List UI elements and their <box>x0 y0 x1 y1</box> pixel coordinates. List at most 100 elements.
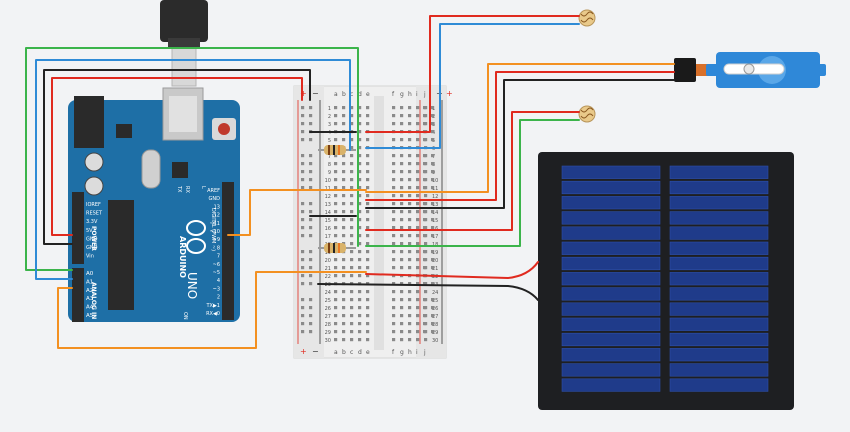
bb-rail-hole[interactable] <box>309 106 313 110</box>
bb-rail-hole[interactable] <box>431 234 435 238</box>
bb-rail-hole[interactable] <box>309 330 313 334</box>
wire-red-servo[interactable] <box>365 71 675 201</box>
bb-rail-hole[interactable] <box>301 122 305 126</box>
bb-rail-hole[interactable] <box>301 202 305 206</box>
bb-hole[interactable] <box>350 138 354 142</box>
bb-rail-hole[interactable] <box>431 282 435 286</box>
bb-hole[interactable] <box>358 154 362 158</box>
bb-hole[interactable] <box>400 106 404 110</box>
wire-green-a0[interactable] <box>25 47 359 271</box>
bb-hole[interactable] <box>392 290 396 294</box>
bb-hole[interactable] <box>392 218 396 222</box>
bb-hole[interactable] <box>350 154 354 158</box>
bb-hole[interactable] <box>358 106 362 110</box>
bb-hole[interactable] <box>334 122 338 126</box>
bb-hole[interactable] <box>392 154 396 158</box>
bb-hole[interactable] <box>334 186 338 190</box>
bb-hole[interactable] <box>342 306 346 310</box>
bb-hole[interactable] <box>366 298 370 302</box>
bb-rail-hole[interactable] <box>423 162 427 166</box>
bb-hole[interactable] <box>408 114 412 118</box>
bb-hole[interactable] <box>358 258 362 262</box>
micro-servo[interactable] <box>674 52 826 88</box>
bb-hole[interactable] <box>416 234 420 238</box>
bb-rail-hole[interactable] <box>423 170 427 174</box>
bb-rail-hole[interactable] <box>423 202 427 206</box>
bb-hole[interactable] <box>342 338 346 342</box>
bb-hole[interactable] <box>350 226 354 230</box>
bb-hole[interactable] <box>334 106 338 110</box>
bb-hole[interactable] <box>350 250 354 254</box>
bb-rail-hole[interactable] <box>309 178 313 182</box>
bb-hole[interactable] <box>408 122 412 126</box>
bb-hole[interactable] <box>366 226 370 230</box>
bb-hole[interactable] <box>342 330 346 334</box>
bb-rail-hole[interactable] <box>309 314 313 318</box>
bb-rail-hole[interactable] <box>301 226 305 230</box>
bb-hole[interactable] <box>366 274 370 278</box>
bb-hole[interactable] <box>416 242 420 246</box>
bb-rail-hole[interactable] <box>301 322 305 326</box>
bb-rail-hole[interactable] <box>431 298 435 302</box>
wire-black-solar[interactable] <box>317 283 539 301</box>
bb-rail-hole[interactable] <box>309 202 313 206</box>
bb-hole[interactable] <box>400 330 404 334</box>
bb-rail-hole[interactable] <box>423 250 427 254</box>
wire-orange-a3[interactable] <box>57 271 367 349</box>
bb-rail-hole[interactable] <box>431 122 435 126</box>
bb-hole[interactable] <box>400 194 404 198</box>
bb-hole[interactable] <box>358 146 362 150</box>
bb-hole[interactable] <box>342 234 346 238</box>
bb-rail-hole[interactable] <box>301 258 305 262</box>
bb-hole[interactable] <box>400 290 404 294</box>
bb-rail-hole[interactable] <box>309 114 313 118</box>
bb-hole[interactable] <box>350 290 354 294</box>
bb-hole[interactable] <box>392 106 396 110</box>
bb-hole[interactable] <box>400 170 404 174</box>
bb-hole[interactable] <box>400 242 404 246</box>
bb-hole[interactable] <box>350 314 354 318</box>
bb-rail-hole[interactable] <box>309 266 313 270</box>
bb-hole[interactable] <box>350 306 354 310</box>
bb-rail-hole[interactable] <box>431 106 435 110</box>
bb-hole[interactable] <box>358 330 362 334</box>
bb-hole[interactable] <box>366 250 370 254</box>
bb-rail-hole[interactable] <box>423 282 427 286</box>
bb-hole[interactable] <box>334 114 338 118</box>
bb-rail-hole[interactable] <box>423 106 427 110</box>
bb-hole[interactable] <box>366 114 370 118</box>
bb-hole[interactable] <box>358 338 362 342</box>
bb-hole[interactable] <box>392 138 396 142</box>
bb-rail-hole[interactable] <box>301 186 305 190</box>
bb-rail-hole[interactable] <box>309 218 313 222</box>
bb-hole[interactable] <box>416 178 420 182</box>
bb-hole[interactable] <box>334 274 338 278</box>
bb-rail-hole[interactable] <box>301 250 305 254</box>
bb-hole[interactable] <box>416 226 420 230</box>
bb-hole[interactable] <box>358 298 362 302</box>
bb-hole[interactable] <box>392 234 396 238</box>
bb-hole[interactable] <box>358 274 362 278</box>
bb-hole[interactable] <box>358 322 362 326</box>
bb-hole[interactable] <box>358 162 362 166</box>
bb-hole[interactable] <box>350 218 354 222</box>
bb-rail-hole[interactable] <box>301 106 305 110</box>
bb-rail-hole[interactable] <box>431 130 435 134</box>
bb-rail-hole[interactable] <box>301 314 305 318</box>
bb-hole[interactable] <box>408 282 412 286</box>
bb-rail-hole[interactable] <box>301 114 305 118</box>
bb-hole[interactable] <box>416 114 420 118</box>
bb-hole[interactable] <box>358 186 362 190</box>
bb-hole[interactable] <box>408 138 412 142</box>
bb-rail-hole[interactable] <box>423 138 427 142</box>
bb-rail-hole[interactable] <box>309 234 313 238</box>
bb-rail-hole[interactable] <box>431 154 435 158</box>
bb-hole[interactable] <box>358 178 362 182</box>
bb-hole[interactable] <box>342 266 346 270</box>
bb-rail-hole[interactable] <box>423 114 427 118</box>
bb-hole[interactable] <box>358 290 362 294</box>
bb-hole[interactable] <box>342 290 346 294</box>
bb-hole[interactable] <box>350 338 354 342</box>
bb-hole[interactable] <box>350 178 354 182</box>
solar-panel[interactable] <box>538 152 794 410</box>
